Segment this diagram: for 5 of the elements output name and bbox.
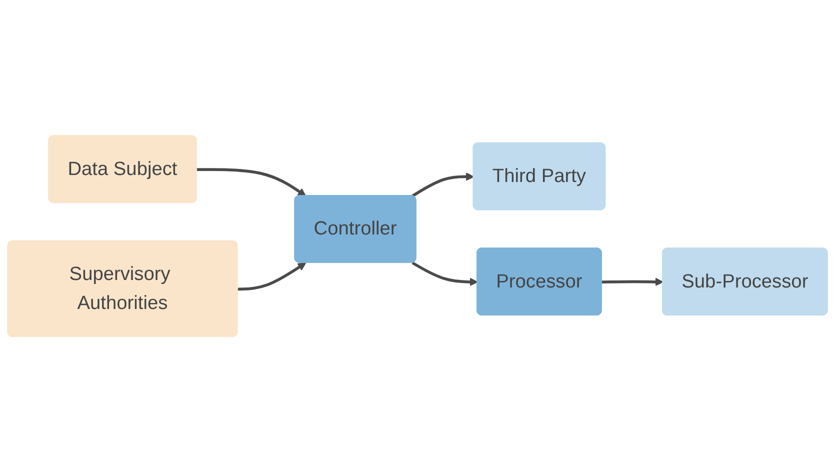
arrow <box>602 278 664 286</box>
arrow <box>412 172 474 198</box>
arrow <box>196 168 306 196</box>
arrow <box>412 261 478 286</box>
arrow <box>238 262 306 291</box>
